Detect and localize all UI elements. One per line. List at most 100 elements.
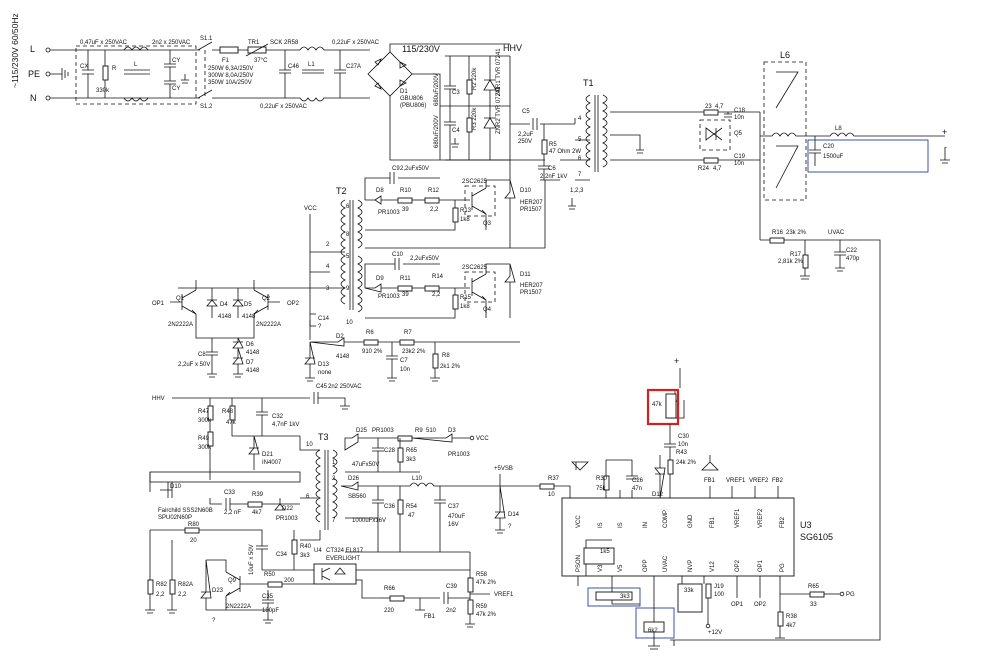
output-minus: - [944, 142, 947, 152]
c45-name: C45 [316, 384, 328, 390]
d2-value: 4148 [336, 354, 350, 360]
d21-name: D21 [262, 452, 274, 458]
r8-name: R8 [442, 353, 450, 359]
r43-name: R43 [676, 450, 688, 456]
r65-name: R65 [406, 448, 418, 454]
c28-name: C28 [384, 448, 396, 454]
d26-name: D26 [348, 476, 360, 482]
r66-name: R66 [384, 586, 396, 592]
d25-name: D25 [356, 428, 368, 434]
c32-name: C32 [272, 414, 284, 420]
r3-label: R3 220k [472, 107, 478, 130]
t2-pin-8: 8 [346, 232, 350, 238]
c6-value: 2,2nF 1kV [540, 174, 567, 180]
c33-value: 2,2 nF [224, 510, 241, 516]
op2-label: OP2 [287, 301, 300, 307]
q4-part: 2SC2625 [462, 265, 488, 271]
t1-pin-4: 4 [578, 116, 582, 122]
r16-value: 23k 2% [786, 230, 807, 236]
r9-name: R9 [415, 428, 423, 434]
u3-pin-bot-7: OP2 [735, 559, 741, 572]
u3-ext-top-0: FB1 [704, 478, 716, 484]
d11-name: D11 [520, 272, 531, 278]
t3-name: T3 [318, 432, 329, 442]
voltage-select-label: 115/230V [402, 44, 440, 54]
c37-name: C37 [448, 504, 460, 510]
s1-2-label: S1.2 [200, 104, 213, 110]
mains-voltage-label: ~115/230V 60/50Hz [10, 13, 20, 88]
t1-pin-6: 6 [578, 156, 582, 162]
c3-name: C3 [452, 90, 460, 96]
u4-part1: CT324 EL817 [326, 548, 364, 554]
t2-pin-4: 4 [326, 264, 330, 270]
r43-value: 24k 2% [676, 460, 697, 466]
c5-val1: 2,2uF [518, 132, 534, 138]
znr2-label: ZNR2 TVR 07241 [496, 86, 502, 134]
switch-s1: S1.1 S1.2 [197, 36, 230, 110]
c30-name: C30 [678, 434, 690, 440]
filter-cap-x-label: 0,47uF x 250VAC [80, 40, 128, 46]
u3-pin-top-3: IN [643, 522, 649, 528]
l1-label: L1 [308, 62, 315, 68]
choke-top [123, 46, 149, 51]
r2-label: R2 220k [472, 67, 478, 90]
c46-value: 0,22uF x 250VAC [260, 104, 308, 110]
d6-name: D6 [246, 342, 254, 348]
r11-name: R11 [400, 276, 411, 282]
r10-name: R10 [400, 188, 412, 194]
c8-value: 2,2uF x 50V [178, 362, 210, 368]
fuse-f1: F1 250W 6,3A/250V 300W 8,0A/250V 350W 10… [208, 46, 253, 86]
fuse-rating-1: 250W 6,3A/250V [208, 66, 253, 72]
d2-name: D2 [336, 334, 344, 340]
c45-value: 2n2 250VAC [328, 384, 362, 390]
c18-name: C18 [734, 108, 746, 114]
r65-value: 3k3 [406, 457, 416, 463]
cx-label: CX [80, 64, 88, 70]
c37-val1: 470uF [448, 514, 465, 520]
d22-part: PR1003 [276, 516, 298, 522]
terminal-pe-dot [45, 71, 51, 77]
driver-stage: T2 6 8 2 4 5 3 9 10 C9 2,2uFx50V D8 PR10… [326, 166, 546, 326]
q1-name: Q1 [176, 296, 185, 302]
ntc-name: TR1 [248, 40, 260, 46]
r30-name: R30 [596, 476, 608, 482]
r14-value: 2,2 [432, 292, 441, 298]
fb1-label: FB1 [424, 614, 436, 620]
bridge-rectifier-d1: D1 GBU806 (PBU806) 115/230V [345, 43, 545, 161]
d13-value: none [318, 370, 332, 376]
d25-part: PR1003 [372, 428, 394, 434]
q2-name: Q2 [262, 296, 271, 302]
r5-name: R5 [549, 142, 557, 148]
c5-val2: 250V [518, 139, 532, 145]
r66-value: 220 [384, 608, 395, 614]
terminal-l: L [30, 44, 35, 54]
r37-name: R37 [548, 476, 560, 482]
c39-name: C39 [446, 584, 458, 590]
fuse-name: F1 [222, 58, 230, 64]
plus5vsb-label: +5VSB [494, 466, 513, 472]
terminal-n: N [30, 93, 37, 103]
c10-name: C10 [392, 252, 404, 258]
cap-c27a: C27A 0,22uF x 250VAC [332, 40, 380, 98]
d22-name: D22 [282, 506, 294, 512]
t3-pin-1: 1 [332, 460, 336, 466]
r24-name: R24 [698, 166, 710, 172]
c35-value: 180pF [262, 608, 279, 614]
r82a-name: R82A [178, 582, 193, 588]
r23-name: 23 [705, 104, 712, 110]
r-33k: 33k [684, 588, 695, 594]
hhv-standby-label: HHV [152, 396, 165, 402]
op1-label: OP1 [152, 301, 165, 307]
u3-pin-top-6: FB1 [710, 516, 716, 528]
fuse-rating-3: 350W 10A/250V [208, 80, 252, 86]
vref1-label: VREF1 [494, 592, 514, 598]
r48-name: R48 [222, 409, 234, 415]
terminal-l-dot [45, 47, 51, 53]
znr1-label: ZNR1 TVR 07241 [496, 48, 502, 96]
u3-pin-bot-8: OP1 [758, 559, 764, 572]
r10-value: 39 [402, 207, 409, 213]
c8-name: C8 [198, 352, 206, 358]
d5-value: 4148 [242, 314, 256, 320]
u4-name: U4 [314, 548, 322, 554]
